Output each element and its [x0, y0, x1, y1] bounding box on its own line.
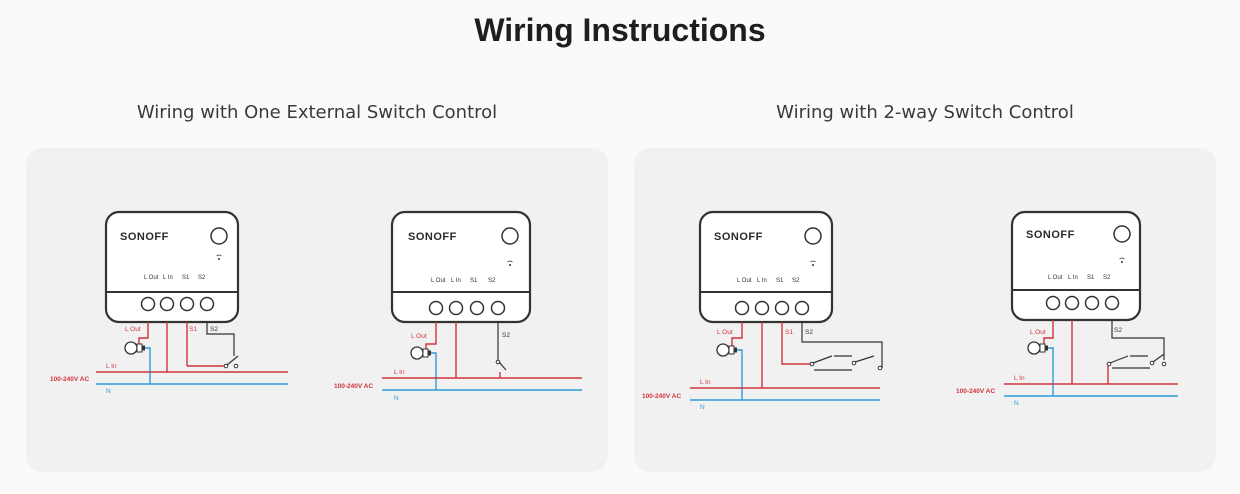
switch-icon: [495, 359, 507, 378]
lightbulb-icon: [124, 341, 145, 355]
wire-label-l-in: L In: [394, 369, 405, 376]
diagram-one-switch-b: SONOFF L Out L In S1 S2 L Out S2: [334, 210, 582, 402]
diagram-two-way-a: SONOFF L Out L In S1 S2: [642, 210, 883, 411]
device-button-icon: [804, 227, 822, 245]
terminal-screw: [1064, 295, 1080, 311]
terminal-screw: [140, 296, 156, 312]
terminal-label: L In: [451, 278, 461, 284]
wire-label-n: N: [700, 404, 705, 411]
wifi-icon: [1119, 257, 1125, 263]
wire-label-l-out: L Out: [411, 333, 427, 340]
terminal-label: L In: [163, 275, 173, 281]
terminal-label: L Out: [1048, 275, 1063, 281]
brand-logo: SONOFF: [408, 231, 457, 243]
wire-label-s1: S1: [189, 326, 197, 333]
voltage-label: 100-240V AC: [642, 393, 681, 400]
wire-label-n: N: [106, 388, 111, 395]
wire-label-s2: S2: [805, 329, 813, 336]
terminal-label: S1: [776, 278, 784, 284]
wire-label-l-out: L Out: [1030, 329, 1046, 336]
terminal-screw: [754, 300, 770, 316]
diagram-two-way-b: SONOFF L Out L In S1 S2: [956, 210, 1178, 407]
device-button-icon: [501, 227, 519, 245]
wire-label-s2: S2: [502, 332, 510, 339]
terminal-label: S2: [488, 278, 496, 284]
wifi-icon: [507, 260, 513, 266]
device-body: [104, 210, 240, 324]
terminal-label: S2: [1103, 275, 1111, 281]
wiring-diagrams-two-way: SONOFF L Out L In S1 S2: [642, 210, 1178, 411]
terminal-label: L In: [1068, 275, 1078, 281]
device-button-icon: [1113, 225, 1131, 243]
terminal-label: S1: [1087, 275, 1095, 281]
two-way-switch-icon: [809, 355, 883, 371]
voltage-label: 100-240V AC: [956, 388, 995, 395]
wire-label-s2: S2: [1114, 327, 1122, 334]
terminal-screw: [1104, 295, 1120, 311]
diagram-one-switch-a: SONOFF L Out L In S1 S2 L Out S1: [50, 210, 288, 395]
switch-icon: [223, 355, 239, 369]
page-title: Wiring Instructions: [474, 12, 766, 48]
terminal-label: S2: [198, 275, 206, 281]
terminal-label: L Out: [737, 278, 752, 284]
wire-label-n: N: [394, 395, 399, 402]
terminal-screw: [179, 296, 195, 312]
terminal-screw: [1045, 295, 1061, 311]
device-body: [698, 210, 834, 324]
wire-label-l-out: L Out: [717, 329, 733, 336]
terminal-screw: [448, 300, 464, 316]
wire-label-l-in: L In: [106, 363, 117, 370]
wifi-icon: [216, 254, 222, 260]
terminal-screw: [490, 300, 506, 316]
brand-logo: SONOFF: [1026, 229, 1075, 241]
wiring-diagrams-one-switch: SONOFF L Out L In S1 S2 L Out S1: [50, 210, 582, 402]
voltage-label: 100-240V AC: [334, 383, 373, 390]
device-body: [390, 210, 532, 324]
terminal-label: L In: [757, 278, 767, 284]
terminal-label: S1: [182, 275, 190, 281]
terminal-screw: [774, 300, 790, 316]
wire-label-l-in: L In: [1014, 375, 1025, 382]
terminal-screw: [469, 300, 485, 316]
two-way-switch-icon: [1106, 353, 1167, 384]
lightbulb-icon: [1027, 341, 1048, 355]
terminal-label: S1: [470, 278, 478, 284]
lightbulb-icon: [716, 343, 737, 357]
terminal-label: L Out: [431, 278, 446, 284]
terminal-screw: [734, 300, 750, 316]
section-title-two-way: Wiring with 2-way Switch Control: [776, 102, 1074, 123]
wire-label-l-out: L Out: [125, 326, 141, 333]
terminal-label: S2: [792, 278, 800, 284]
diagram-panel-one-switch: SONOFF L Out L In S1 S2 L Out S1: [26, 148, 608, 472]
brand-logo: SONOFF: [120, 231, 169, 243]
wifi-icon: [810, 260, 816, 266]
wire-label-s1: S1: [785, 329, 793, 336]
wire-label-l-in: L In: [700, 379, 711, 386]
terminal-screw: [159, 296, 175, 312]
lightbulb-icon: [410, 346, 431, 360]
diagram-panel-two-way: SONOFF L Out L In S1 S2: [634, 148, 1216, 472]
wire-label-n: N: [1014, 400, 1019, 407]
terminal-screw: [428, 300, 444, 316]
terminal-screw: [794, 300, 810, 316]
device-body: [1010, 210, 1142, 322]
brand-logo: SONOFF: [714, 231, 763, 243]
wire-label-s2: S2: [210, 326, 218, 333]
section-title-one-switch: Wiring with One External Switch Control: [136, 102, 498, 123]
device-button-icon: [210, 227, 228, 245]
terminal-label: L Out: [144, 275, 159, 281]
terminal-screw: [199, 296, 215, 312]
terminal-screw: [1084, 295, 1100, 311]
voltage-label: 100-240V AC: [50, 376, 89, 383]
